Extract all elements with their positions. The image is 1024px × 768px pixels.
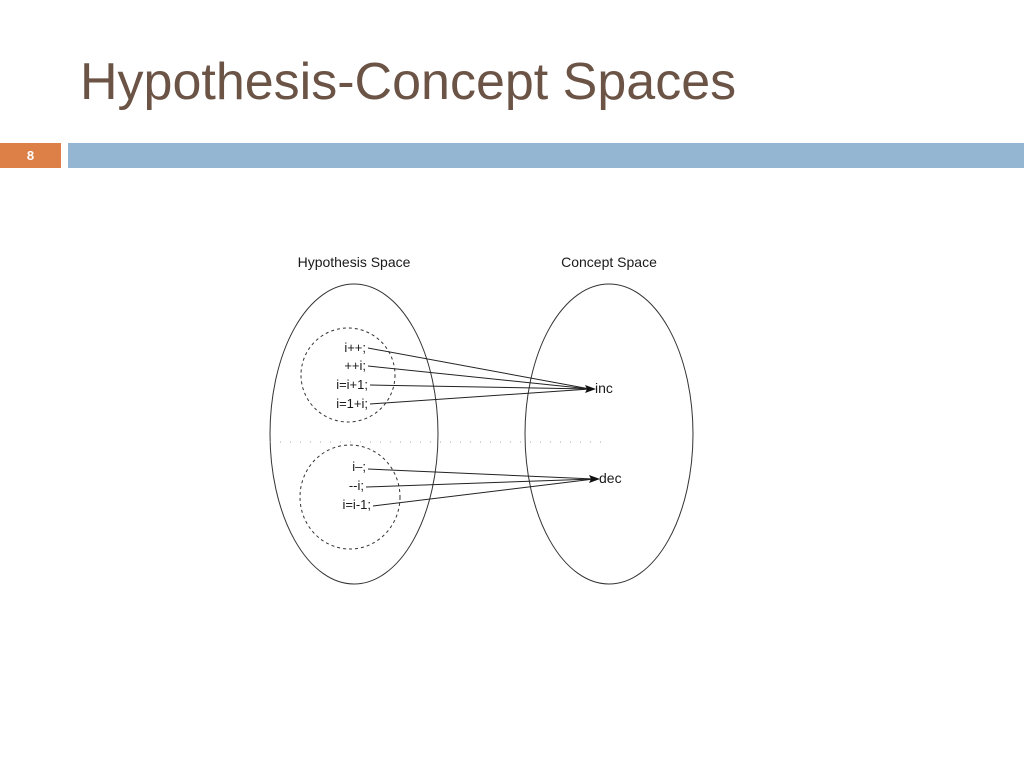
- hypothesis-space-ellipse: [269, 283, 439, 585]
- upper-hypothesis-item: i++;: [344, 340, 366, 355]
- lower-hypothesis-item: i–;: [352, 459, 366, 474]
- upper-hypothesis-item: i=i+1;: [336, 377, 368, 392]
- mapping-line: [372, 478, 595, 507]
- concept-space-ellipse: [524, 283, 694, 585]
- hypothesis-concept-diagram: Hypothesis Space Concept Space i++; ++i;…: [269, 254, 694, 585]
- slide-number-box: 8: [0, 143, 61, 168]
- mapping-line: [367, 468, 595, 480]
- arrow-head-inc: [585, 385, 596, 393]
- mapping-line: [369, 384, 591, 390]
- hypothesis-space-label: Hypothesis Space: [298, 254, 411, 270]
- concept-dec: dec: [599, 470, 622, 486]
- arrow-head-dec: [589, 475, 600, 483]
- lower-hypothesis-group: [299, 444, 401, 550]
- upper-hypothesis-item: ++i;: [344, 358, 366, 373]
- mapping-line: [367, 365, 591, 390]
- title-divider-bar: [68, 143, 1024, 168]
- mapping-line: [369, 388, 591, 405]
- lower-hypothesis-item: --i;: [349, 478, 364, 493]
- slide-title: Hypothesis-Concept Spaces: [80, 53, 737, 111]
- concept-inc: inc: [595, 380, 613, 396]
- mapping-line: [365, 478, 595, 488]
- slide-number: 8: [26, 148, 35, 163]
- mapping-line: [367, 347, 591, 390]
- concept-space-label: Concept Space: [561, 254, 657, 270]
- upper-hypothesis-group: [300, 327, 396, 423]
- lower-hypothesis-item: i=i-1;: [342, 497, 371, 512]
- upper-hypothesis-item: i=1+i;: [336, 396, 368, 411]
